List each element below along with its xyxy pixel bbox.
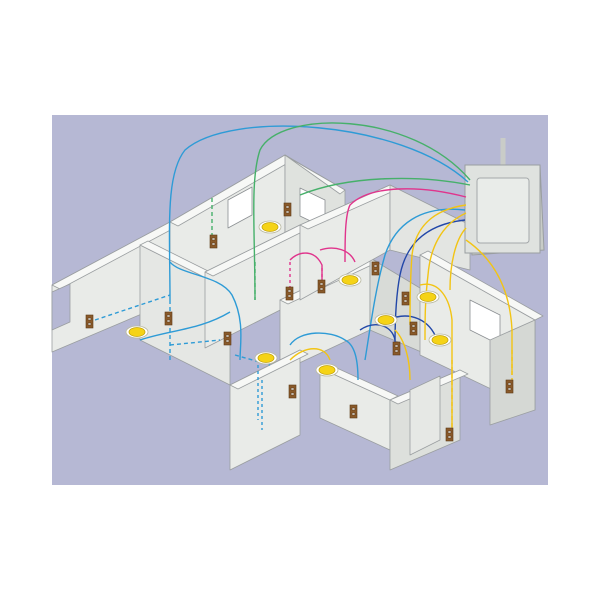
wire-blue-5 (257, 365, 263, 430)
wire-yellow-6 (394, 329, 411, 381)
outlet-icon (283, 202, 292, 217)
wire-blue-7 (289, 332, 359, 381)
wall-front-door-jamb (409, 375, 441, 456)
wire-green-1 (253, 122, 471, 301)
outlet-icon (445, 427, 454, 442)
wire-yellow-5 (419, 283, 453, 430)
wire-magenta-2 (319, 247, 356, 263)
wire-blue-3 (94, 294, 271, 366)
outlet-icon (401, 291, 410, 306)
light-fixture (338, 273, 362, 287)
ceiling-lights (125, 220, 452, 377)
light-fixture (416, 290, 440, 304)
outlet-icon (409, 321, 418, 336)
wire-yellow-2 (424, 212, 467, 341)
outlet-icon (371, 261, 380, 276)
wire-green-3 (299, 177, 471, 196)
outlets (85, 202, 514, 442)
outlet-icon (164, 311, 173, 326)
wire-magenta-1 (344, 188, 467, 263)
window-rear (227, 186, 253, 229)
wire-navy-1 (394, 219, 466, 346)
outlet-icon (505, 379, 514, 394)
light-fixture (374, 313, 398, 327)
light-fixture (315, 363, 339, 377)
wire-green-2 (211, 198, 256, 300)
outlet-icon (85, 314, 94, 329)
outlet-icon (288, 384, 297, 399)
light-fixture (258, 220, 282, 234)
light-fixture (254, 351, 278, 365)
wall-left-notch (51, 283, 71, 331)
wire-blue-1 (168, 125, 469, 301)
outlet-icon (392, 341, 401, 356)
wire-blue-2 (169, 261, 242, 361)
wall-front-left-top (229, 349, 309, 390)
light-fixture (125, 325, 149, 339)
wire-yellow-3 (449, 227, 467, 291)
wire-yellow-7 (289, 348, 331, 361)
outlet-icon (223, 331, 232, 346)
wire-magenta-3 (289, 252, 323, 285)
light-fixture (428, 333, 452, 347)
outlet-icon (349, 404, 358, 419)
wire-blue-4 (139, 311, 231, 341)
outlet-icon (285, 286, 294, 301)
outlet-icon (209, 234, 218, 249)
wire-yellow-8 (451, 350, 513, 432)
wires (94, 122, 513, 432)
outlet-icon (317, 279, 326, 294)
panel-door (476, 177, 530, 244)
wire-yellow-1 (409, 204, 467, 326)
wall-rear-right-top (284, 154, 346, 195)
wire-blue-6 (364, 208, 466, 361)
wire-yellow-4 (465, 239, 513, 375)
breaker-panel (464, 138, 545, 256)
